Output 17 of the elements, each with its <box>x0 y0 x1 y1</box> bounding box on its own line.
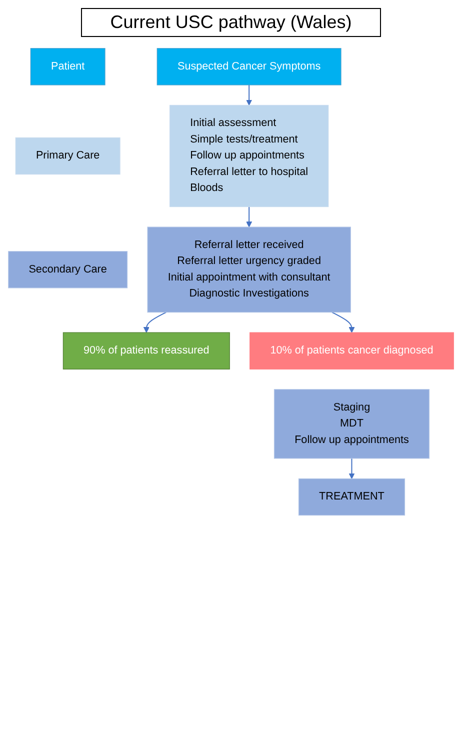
node-box <box>274 389 430 459</box>
arrow <box>332 312 355 333</box>
arrow <box>246 206 252 228</box>
node-box <box>156 48 342 86</box>
node-box <box>62 332 230 370</box>
flowchart: Patient Suspected Cancer Symptoms Primary Care Initial assessment Simple tests/treatment Follow up appointments Referral letter to hospital Bloods Secondary Care Referral letter received Referral letter urgency graded Initial appointment with consultant Diagnostic Investigations 90% of patients reassured 10% of patients cancer diagnosed Staging MDT Follow up appointments TREATMENT <box>3 43 459 521</box>
node-box <box>15 137 120 175</box>
node-box <box>30 48 106 86</box>
diagram-title: Current USC pathway (Wales) <box>81 8 381 37</box>
node-box <box>147 226 351 313</box>
node-box <box>298 478 406 516</box>
node-box <box>169 104 329 208</box>
arrow <box>143 312 166 333</box>
node-box <box>250 332 454 370</box>
node-box <box>8 251 128 288</box>
arrow <box>246 84 252 106</box>
arrow <box>348 458 355 479</box>
